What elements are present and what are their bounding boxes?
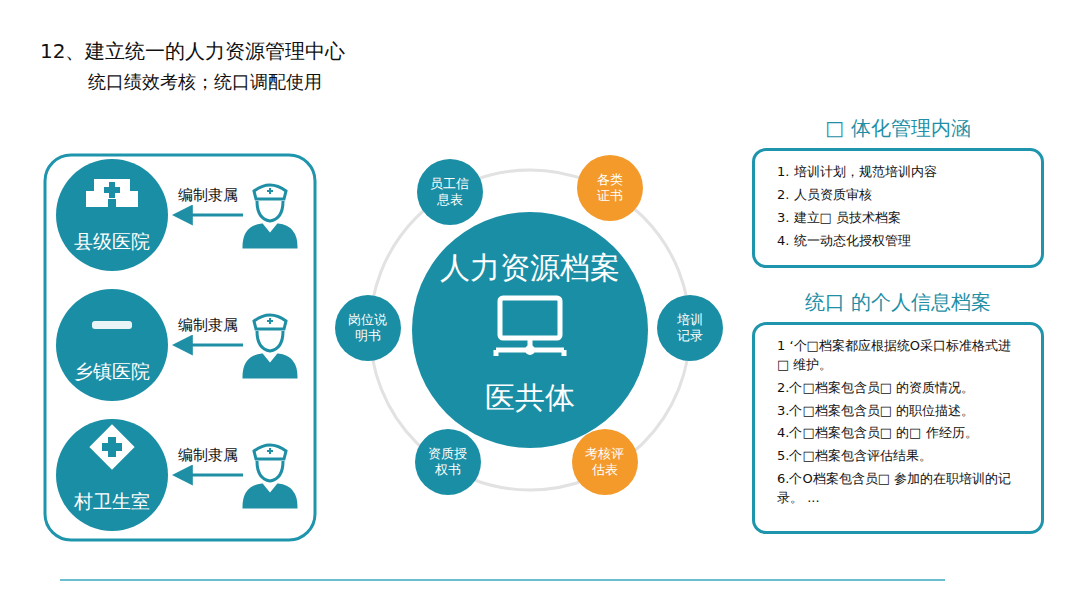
- arrow-label: 编制隶属: [178, 186, 238, 205]
- file-circle: 各类证书: [577, 155, 643, 221]
- icon: [56, 289, 168, 401]
- list-item: 6.个O档案包含员□ 参加的在职培训的记录。 ...: [777, 470, 1027, 508]
- arrow-label: 编制隶属: [178, 446, 238, 465]
- arrows: [176, 215, 243, 475]
- list-item: 1 ‘个□档案都应根据统O采口标准格式进 □ 维护。: [777, 337, 1027, 375]
- node-text: 考核评估表: [585, 446, 625, 477]
- list-item: 5.个□档案包含评估结果。: [777, 447, 1027, 466]
- file-circle: 员工信息表: [417, 159, 483, 225]
- node-text: 人力资源档案: [440, 250, 620, 286]
- node-text: 县级医院: [74, 230, 150, 253]
- nurse-icon: [244, 445, 296, 507]
- list-box: □ 体化管理内涵1. 培训计划，规范培训内容2. 人员资质审核3. 建立□ 员技…: [752, 148, 1044, 268]
- nurse-icon: [244, 315, 296, 377]
- bottom-rule: [60, 579, 945, 581]
- file-circle: 考核评估表: [572, 429, 638, 495]
- list-item: 4.个□档案包含员□ 的□ 作经历。: [777, 424, 1027, 443]
- list-item: 2.个□档案包含员□ 的资质情况。: [777, 379, 1027, 398]
- center-circle: 人力资源档案医共体: [412, 212, 648, 448]
- nurse-icons: [244, 185, 296, 507]
- node-text: 资质授权书: [428, 446, 468, 477]
- list-item: 3. 建立□ 员技术档案: [777, 209, 1027, 228]
- orbit-ring: [370, 170, 690, 490]
- box-heading: 统口 的个人信息档案: [735, 289, 1061, 316]
- box-heading: □ 体化管理内涵: [735, 115, 1061, 142]
- file-circle: 培训记录: [657, 295, 723, 361]
- icon: [56, 419, 168, 531]
- list-item: 2. 人员资质审核: [777, 186, 1027, 205]
- nurse-icon: [244, 185, 296, 247]
- slide-title: 12、建立统一的人力资源管理中心: [40, 38, 345, 65]
- list-item: 1. 培训计划，规范培训内容: [777, 163, 1027, 182]
- node-text: 培训记录: [676, 312, 703, 343]
- list-item: 4. 统一动态化授权管理: [777, 232, 1027, 251]
- node-text: 员工信息表: [430, 176, 470, 207]
- left-panel: [45, 155, 315, 540]
- node-text: 岗位说明书: [348, 312, 388, 343]
- node-text: 各类证书: [596, 172, 623, 203]
- node-text: 医共体: [485, 380, 575, 416]
- node-text: 乡镇医院: [74, 360, 150, 383]
- hospital-circle: 乡镇医院: [56, 289, 168, 401]
- file-circle: 岗位说明书: [335, 295, 401, 361]
- hospital-circle: 县级医院: [56, 159, 168, 271]
- icon: [56, 159, 168, 271]
- list-box: 统口 的个人信息档案1 ‘个□档案都应根据统O采口标准格式进 □ 维护。2.个□…: [752, 322, 1044, 534]
- hospital-circle: 村卫生室: [56, 419, 168, 531]
- list-item: 3.个□档案包含员□ 的职位描述。: [777, 402, 1027, 421]
- arrow-label: 编制隶属: [178, 316, 238, 335]
- subtitle: 统口绩效考核；统口调配使用: [88, 70, 322, 94]
- node-text: 村卫生室: [74, 490, 150, 513]
- file-circle: 资质授权书: [415, 429, 481, 495]
